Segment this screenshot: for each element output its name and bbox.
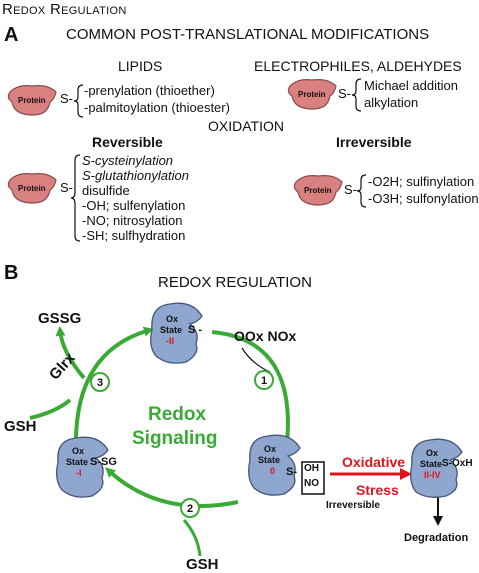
state-shape-top: [150, 302, 203, 364]
state-shape-right: [248, 434, 301, 496]
protein-label: Protein: [18, 96, 46, 105]
oh-no-box: [301, 461, 325, 495]
brace-reversible: [70, 154, 81, 242]
arrow-to-gssg: [55, 326, 86, 380]
irreversible-item-0: -O2H; sulfinylation: [368, 174, 475, 189]
protein-label: Protein: [304, 186, 332, 195]
reversible-item-3: -OH; sulfenylation: [82, 198, 186, 213]
panel-b-label: B: [4, 262, 19, 284]
brace-lipids: [73, 84, 84, 118]
label-irreversible: Irreversible: [326, 500, 380, 511]
state-top-state: State: [160, 325, 183, 335]
label-degradation: Degradation: [404, 532, 469, 544]
state-right-group: S-: [286, 466, 297, 478]
lipids-item-1: -palmitoylation (thioester): [84, 100, 230, 115]
arrow-from-oxidants: [241, 347, 271, 373]
state-left-state: State: [66, 457, 89, 467]
step-2: 2: [187, 503, 193, 515]
arc-left-to-top: [74, 326, 154, 439]
brace-irreversible: [356, 174, 367, 208]
label-gsh-left: GSH: [4, 418, 37, 435]
state-right-value: 0: [270, 466, 276, 476]
protein-icon-reversible: Protein: [7, 173, 57, 204]
step-circle-2: [180, 498, 200, 518]
irreversible-heading: Irreversible: [336, 134, 412, 150]
lipids-heading: LIPIDS: [118, 58, 163, 74]
center-redox: Redox: [148, 404, 207, 425]
state-left-value: -I: [76, 468, 82, 478]
box-item-oh: OH: [304, 463, 319, 474]
irreversible-linker: S-: [344, 182, 357, 197]
electrophiles-item-1: alkylation: [364, 95, 419, 110]
state-top-ox: Ox: [166, 314, 179, 324]
state-top-group: S -: [188, 324, 203, 336]
protein-icon-irreversible: Protein: [293, 175, 343, 206]
reversible-item-0: S-cysteinylation: [82, 153, 174, 168]
box-item-no: NO: [304, 478, 319, 489]
lipids-linker: S-: [60, 91, 73, 106]
reversible-item-4: -NO; nitrosylation: [82, 213, 183, 228]
label-oxidative: Oxidative: [342, 454, 406, 470]
lipids-item-0: -prenylation (thioether): [84, 83, 215, 98]
step-circle-3: [90, 372, 110, 392]
state-left-group: S-SG: [90, 456, 117, 468]
step-3: 3: [97, 377, 103, 389]
protein-icon-lipids: Protein: [7, 85, 57, 116]
protein-label: Protein: [18, 184, 46, 193]
figure-title: Redox Regulation: [2, 1, 127, 18]
label-gssg: GSSG: [38, 310, 82, 327]
reversible-item-2: disulfide: [82, 183, 130, 198]
label-gsh-bottom: GSH: [186, 556, 219, 573]
state-far-right-group: S-OxH: [442, 458, 473, 469]
arrow-from-gsh-left: [29, 398, 72, 420]
panel-a-label: A: [4, 24, 19, 46]
state-far-right-value: II-IV: [424, 470, 441, 480]
oxidation-heading: OXIDATION: [208, 118, 284, 134]
reversible-linker: S-: [60, 180, 73, 195]
state-far-right-state: State: [420, 459, 443, 469]
state-shape-far-right: [410, 438, 463, 498]
center-signaling: Signaling: [132, 428, 218, 449]
reversible-item-5: -SH; sulfhydration: [82, 228, 186, 243]
panel-a-title: COMMON POST-TRANSLATIONAL MODIFICATIONS: [66, 26, 430, 43]
label-oxidants: OOx NOx: [234, 328, 297, 344]
electrophiles-heading: ELECTROPHILES, ALDEHYDES: [254, 58, 462, 74]
arc-right-to-left: [105, 467, 239, 508]
brace-electrophiles: [351, 78, 362, 112]
step-circle-1: [254, 370, 274, 390]
irreversible-item-1: -O3H; sulfonylation: [368, 191, 479, 206]
protein-label: Protein: [298, 90, 326, 99]
protein-icon-electrophiles: Protein: [287, 79, 337, 110]
arc-top-to-right: [211, 330, 292, 456]
state-far-right-ox: Ox: [426, 448, 439, 458]
state-right-ox: Ox: [264, 444, 277, 454]
arrow-from-gsh-bottom: [182, 519, 202, 557]
state-left-ox: Ox: [72, 446, 85, 456]
panel-b-title: REDOX REGULATION: [158, 274, 312, 291]
label-stress: Stress: [356, 482, 399, 498]
state-right-state: State: [258, 455, 281, 465]
state-top-value: -II: [166, 336, 174, 346]
reversible-item-1: S-glutathionylation: [82, 168, 189, 183]
electrophiles-linker: S-: [338, 86, 351, 101]
state-shape-left: [56, 436, 109, 498]
electrophiles-item-0: Michael addition: [364, 78, 458, 93]
reversible-heading: Reversible: [92, 134, 163, 150]
step-1: 1: [261, 375, 267, 387]
